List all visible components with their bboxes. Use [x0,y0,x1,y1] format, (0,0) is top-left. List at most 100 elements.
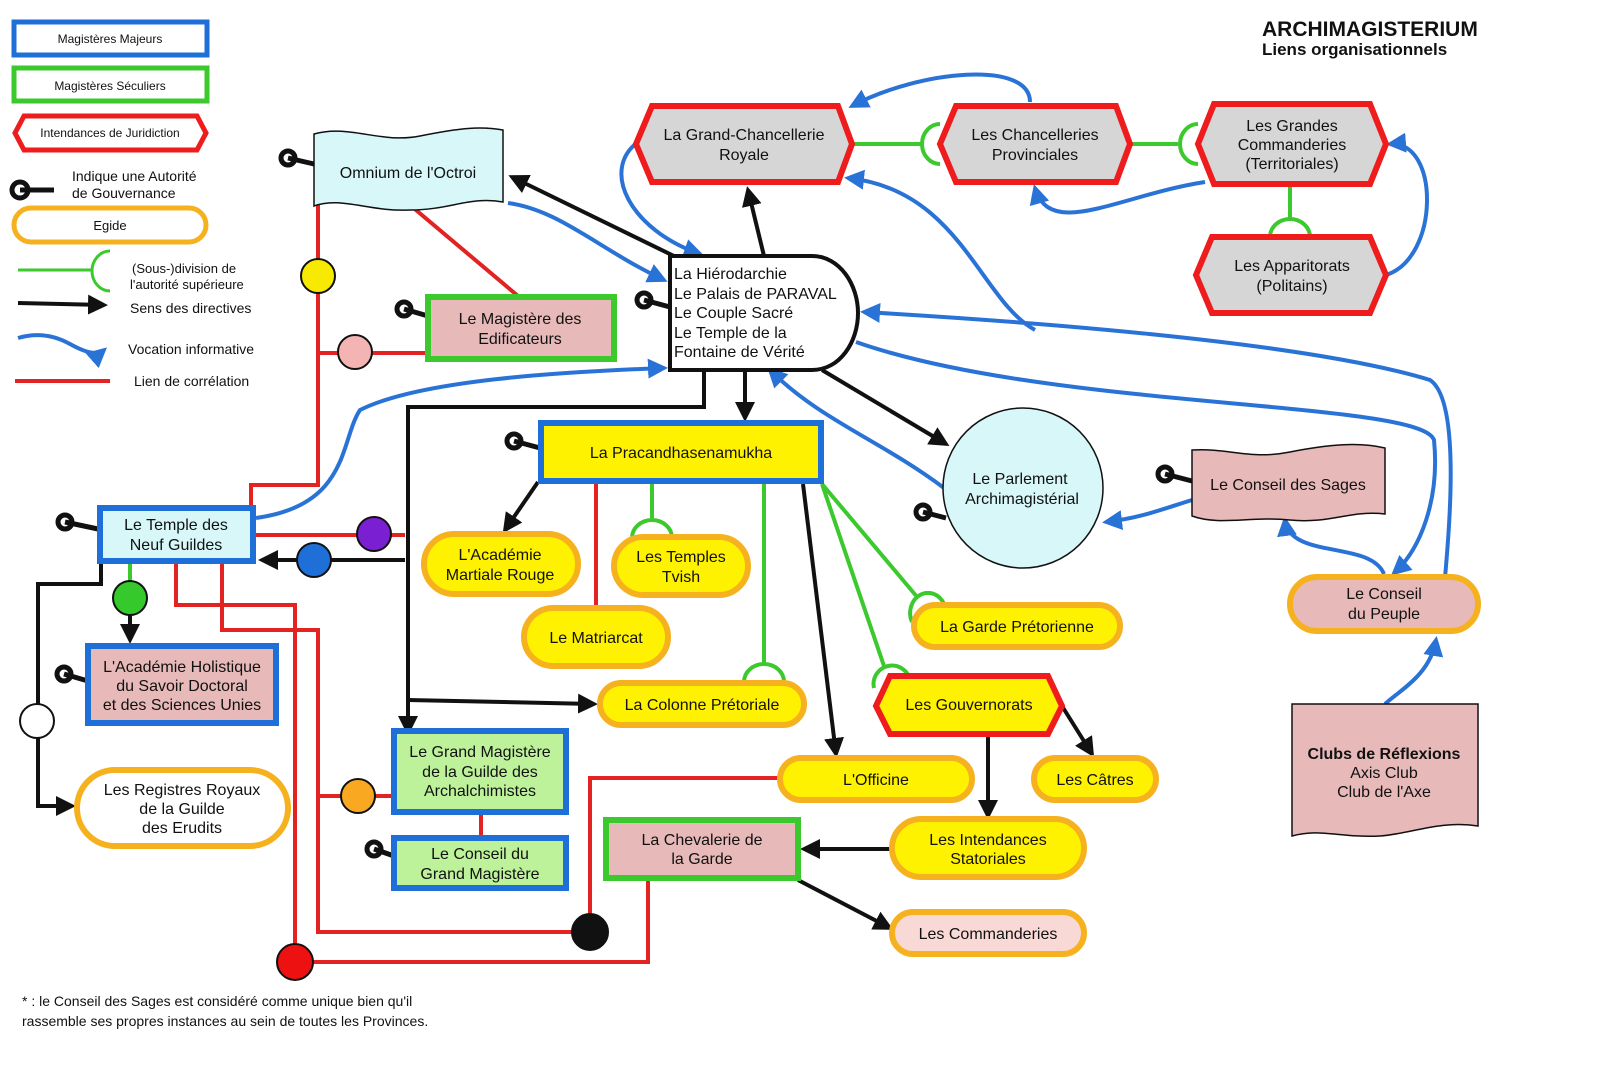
node-label: de la Guilde des [422,764,538,781]
legend-subdivision-label-2: l'autorité supérieure [130,277,244,292]
node-label: (Politains) [1256,278,1327,295]
node-pracandha[interactable]: La Pracandhasenamukha [538,420,824,484]
connectors [19,72,1453,981]
node-label: Commanderies [1238,137,1346,154]
authority-key-icon [54,664,89,684]
correlation-line [220,563,590,934]
correlation-dot [340,778,376,814]
node-commanderies[interactable]: Les Commanderies [889,909,1087,957]
node-label: La Grand-Chancellerie [664,127,825,144]
node-label: Axis Club [1350,765,1418,782]
node-garde-pretorienne[interactable]: La Garde Prétorienne [911,602,1123,650]
legend-majeurs-swatch [11,19,210,58]
svg-text:Les Apparitorats(Politains): Les Apparitorats(Politains) [1234,258,1350,295]
node-colonne-pretoriale[interactable]: La Colonne Prétoriale [597,680,807,728]
correlation-dot [19,703,55,739]
legend-directives-arrow [17,294,108,315]
node-label: Martiale Rouge [446,567,555,584]
node-label: Le Couple Sacré [674,305,793,322]
node-registres[interactable]: Les Registres Royaux de la Guilde des Erud… [74,767,291,849]
node-label: Le Magistère des [459,311,582,328]
node-label: L'Académie Holistique [103,659,261,676]
legend-egide-label: Egide [93,218,126,233]
subdivision-line [820,482,920,600]
vocation-arrow [848,72,1032,108]
legend-vocation-arrow [17,333,107,369]
node-label: Les Gouvernorats [905,697,1032,714]
correlation-dot [300,258,336,294]
node-label: La Hiérodarchie [674,266,787,283]
node-catres[interactable]: Les Câtres [1031,755,1159,803]
node-label: La Chevalerie de [642,832,763,849]
node-label: Les Commanderies [919,926,1058,943]
node-officine[interactable]: L'Officine [777,755,975,803]
node-label: La Pracandhasenamukha [590,445,772,462]
node-label: du Peuple [1348,606,1420,623]
node-label: Le Grand Magistère [409,744,551,761]
node-conseil-sages[interactable]: Le Conseil des Sages [1191,443,1386,522]
node-label: Les Temples [636,549,726,566]
node-label: Le Parlement [972,471,1068,488]
footnote-line: rassemble ses propres instances au sein … [22,1013,428,1029]
footnote-line: * : le Conseil des Sages est considéré c… [22,993,412,1009]
correlation-dot [112,580,148,616]
node-label: Les Chancelleries [971,127,1098,144]
vocation-arrow [1383,636,1444,706]
node-label: Clubs de Réflexions [1308,746,1461,763]
node-label: Royale [719,147,769,164]
node-gouvernorats[interactable]: Les Gouvernorats [872,673,1066,737]
subdivision-cup [1268,217,1312,238]
correlation-line [408,203,520,298]
vocation-arrow [255,358,668,520]
subdivision-cup [630,518,674,539]
node-label: Le Temple des [124,517,228,534]
authority-keys [54,148,1193,859]
node-label: La Colonne Prétoriale [625,697,780,714]
vocation-arrow [767,367,946,490]
node-label: Neuf Guildes [130,537,223,554]
node-label: de la Guilde [139,801,224,818]
node-apparitorats[interactable]: Les Apparitorats(Politains) [1192,234,1390,316]
node-label: Omnium de l'Octroi [340,165,476,182]
node-label: Les Registres Royaux [104,782,261,799]
vocation-arrow [1029,180,1206,215]
legend-intendances-label: Intendances de Juridiction [40,126,179,140]
node-label: des Erudits [142,820,222,837]
legend-intendances-swatch [12,113,209,153]
directive-arrow [1060,704,1095,758]
vocation-arrow [1277,516,1386,575]
vocation-arrow [860,302,1453,579]
node-omnium[interactable]: Omnium de l'Octroi [313,127,504,211]
legend-majeurs-label: Magistères Majeurs [58,32,163,46]
node-matriarcat[interactable]: Le Matriarcat [521,605,671,669]
diagram-title: ARCHIMAGISTERIUM [1262,18,1478,41]
correlation-dot [356,516,392,552]
legend-seculiers-label: Magistères Séculiers [54,79,165,93]
